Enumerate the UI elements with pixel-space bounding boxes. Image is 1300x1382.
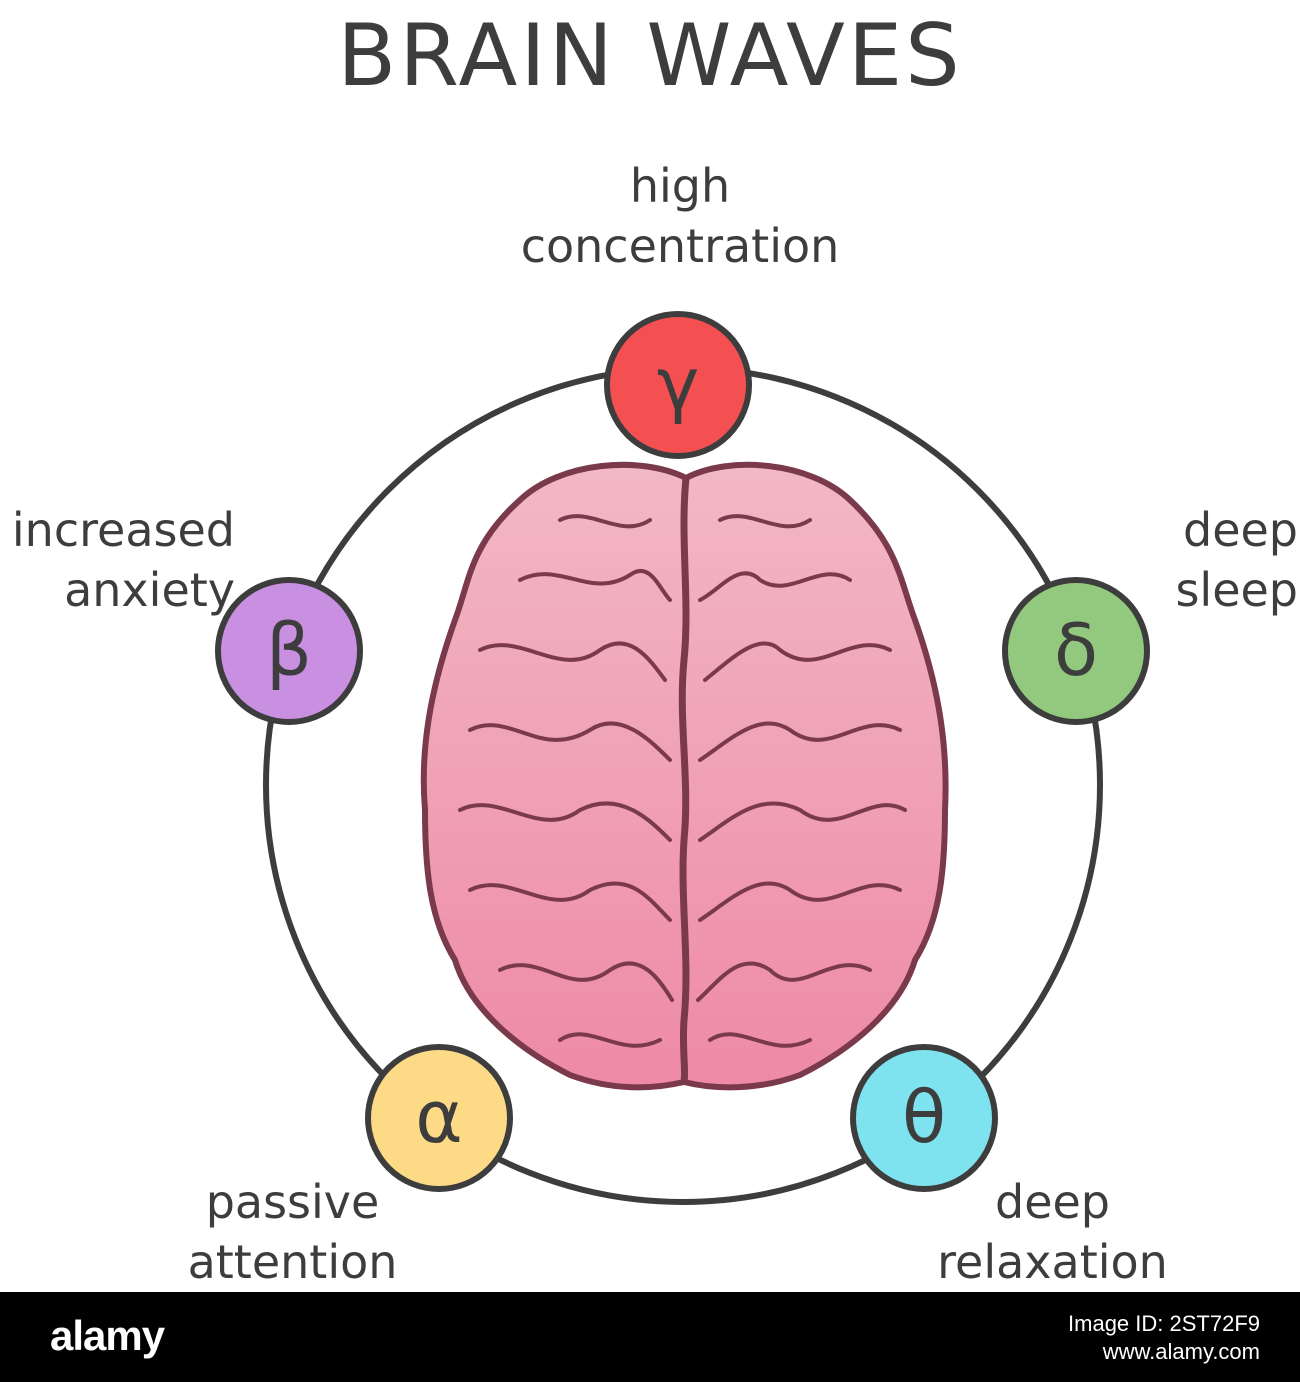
brain-fold	[698, 571, 852, 602]
label-delta-line-1: deep	[1183, 503, 1298, 557]
brain-fold	[708, 1032, 812, 1048]
brain-fold	[518, 568, 672, 602]
site-url: www.alamy.com	[1102, 1339, 1260, 1364]
brain-fold	[703, 641, 892, 682]
node-beta: β	[215, 577, 363, 725]
label-gamma-line-1: high	[629, 159, 731, 213]
label-alpha: passive attention	[175, 1172, 410, 1292]
brain-fold	[698, 801, 907, 842]
page-title: BRAIN WAVES	[337, 6, 963, 106]
label-theta: deep relaxation	[925, 1172, 1180, 1292]
brain-fold	[558, 1032, 662, 1048]
label-theta-line-1: deep	[995, 1175, 1110, 1229]
brain-fold	[558, 514, 652, 529]
node-delta: δ	[1002, 577, 1150, 725]
node-alpha: α	[365, 1044, 513, 1192]
label-alpha-line-2: attention	[187, 1235, 398, 1289]
footer-info: Image ID: 2ST72F9 www.alamy.com	[1068, 1310, 1260, 1366]
label-delta: deep sleep	[1175, 500, 1298, 620]
watermark-footer: alamy Image ID: 2ST72F9 www.alamy.com	[0, 1292, 1300, 1382]
symbol-alpha: α	[415, 1075, 462, 1159]
brain-fold	[498, 961, 674, 1002]
symbol-beta: β	[266, 608, 312, 692]
brain-fold	[698, 881, 902, 922]
label-gamma: high concentration	[455, 156, 905, 276]
brain-fissure	[678, 477, 690, 1083]
brain-illustration	[420, 461, 949, 1091]
label-alpha-line-1: passive	[205, 1175, 380, 1229]
label-delta-line-2: sleep	[1175, 563, 1298, 617]
node-delta-circle	[1002, 577, 1150, 725]
symbol-gamma: γ	[657, 342, 700, 426]
brain-fold	[468, 721, 672, 762]
node-beta-circle	[215, 577, 363, 725]
node-gamma-circle	[604, 311, 752, 459]
brain-waves-diagram: γ δ θ α β	[215, 311, 1150, 1205]
label-beta-line-2: anxiety	[64, 563, 235, 617]
image-id: Image ID: 2ST72F9	[1068, 1311, 1260, 1336]
label-theta-line-2: relaxation	[937, 1235, 1168, 1289]
symbol-delta: δ	[1054, 608, 1098, 692]
symbol-theta: θ	[902, 1075, 946, 1159]
node-alpha-circle	[365, 1044, 513, 1192]
brain-folds	[458, 514, 907, 1048]
brain-fold	[458, 801, 672, 842]
label-beta: increased anxiety	[0, 500, 235, 620]
node-theta-circle	[850, 1044, 998, 1192]
node-gamma: γ	[604, 311, 752, 459]
label-gamma-line-2: concentration	[520, 219, 840, 273]
brain-fold	[696, 961, 872, 1002]
brain-fold	[468, 881, 672, 922]
label-beta-line-1: increased	[11, 503, 235, 557]
brain-fold	[698, 721, 902, 762]
brain-fold	[718, 514, 812, 529]
alamy-logo: alamy	[50, 1312, 165, 1359]
brain-fold	[478, 641, 667, 682]
node-theta: θ	[850, 1044, 998, 1192]
